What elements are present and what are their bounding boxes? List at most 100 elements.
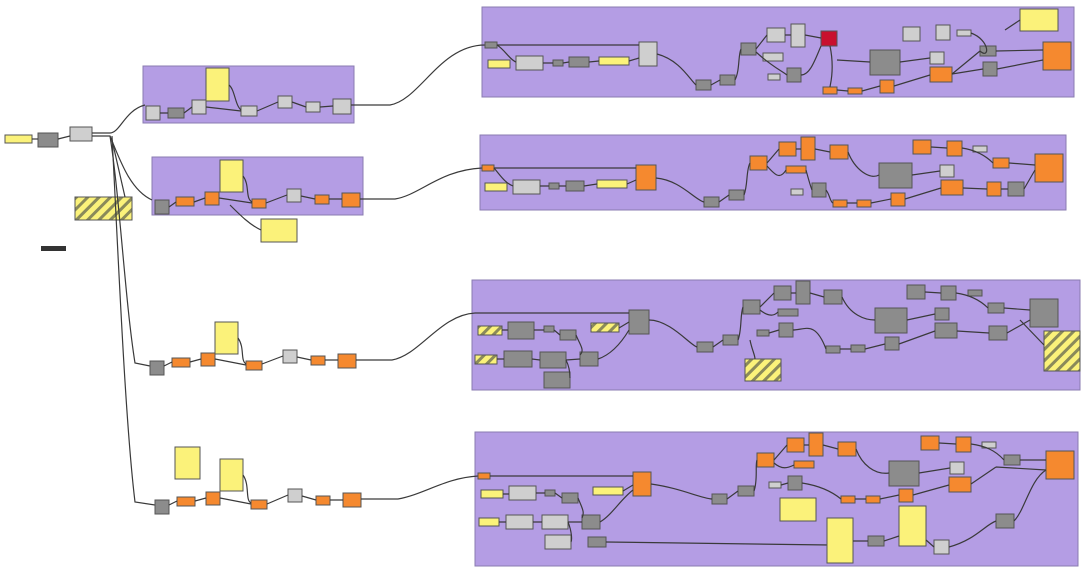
- node[interactable]: [737, 485, 755, 497]
- root-node-2[interactable]: [37, 132, 59, 148]
- node[interactable]: [955, 436, 972, 453]
- node[interactable]: [481, 164, 495, 172]
- node[interactable]: [865, 495, 881, 504]
- node[interactable]: [888, 460, 920, 487]
- node[interactable]: [756, 452, 775, 468]
- node[interactable]: [200, 352, 216, 367]
- node[interactable]: [287, 488, 303, 503]
- node[interactable]: [826, 517, 854, 564]
- node[interactable]: [711, 493, 728, 505]
- node[interactable]: [544, 534, 572, 550]
- node[interactable]: [565, 180, 585, 192]
- node[interactable]: [934, 307, 950, 321]
- node[interactable]: [790, 188, 804, 196]
- node[interactable]: [696, 341, 714, 353]
- node[interactable]: [487, 59, 511, 69]
- node[interactable]: [503, 350, 533, 368]
- node[interactable]: [867, 535, 885, 547]
- node[interactable]: [149, 360, 165, 376]
- node[interactable]: [808, 432, 824, 457]
- node[interactable]: [933, 539, 950, 555]
- node[interactable]: [167, 107, 185, 119]
- node[interactable]: [539, 351, 567, 369]
- node[interactable]: [214, 321, 239, 355]
- node[interactable]: [260, 218, 298, 243]
- node[interactable]: [548, 182, 560, 190]
- node[interactable]: [987, 302, 1005, 314]
- node[interactable]: [979, 45, 997, 57]
- node[interactable]: [793, 460, 815, 469]
- node[interactable]: [898, 505, 927, 547]
- node[interactable]: [920, 435, 940, 451]
- node[interactable]: [768, 481, 782, 489]
- node[interactable]: [592, 486, 624, 496]
- node[interactable]: [786, 67, 802, 83]
- node[interactable]: [756, 329, 770, 337]
- node[interactable]: [342, 492, 362, 508]
- node[interactable]: [579, 351, 599, 367]
- node[interactable]: [154, 499, 170, 515]
- node[interactable]: [832, 199, 848, 208]
- node[interactable]: [967, 289, 983, 297]
- node[interactable]: [995, 513, 1015, 529]
- node[interactable]: [205, 67, 230, 102]
- node[interactable]: [1042, 41, 1072, 71]
- node[interactable]: [341, 192, 361, 208]
- node[interactable]: [884, 336, 900, 351]
- node[interactable]: [474, 354, 498, 365]
- node[interactable]: [929, 51, 945, 65]
- node[interactable]: [204, 191, 220, 206]
- node[interactable]: [478, 517, 500, 527]
- node[interactable]: [840, 495, 856, 504]
- node[interactable]: [219, 458, 244, 492]
- node[interactable]: [742, 299, 761, 315]
- node[interactable]: [1019, 8, 1059, 32]
- node[interactable]: [948, 476, 972, 493]
- node[interactable]: [245, 360, 263, 371]
- node[interactable]: [515, 55, 544, 71]
- node[interactable]: [822, 86, 838, 95]
- node[interactable]: [850, 344, 866, 353]
- node[interactable]: [878, 162, 913, 189]
- node[interactable]: [825, 345, 841, 354]
- node[interactable]: [484, 182, 508, 192]
- root-small-bar[interactable]: [41, 246, 66, 251]
- node[interactable]: [314, 194, 330, 205]
- node[interactable]: [1029, 298, 1059, 328]
- node[interactable]: [940, 179, 964, 196]
- node[interactable]: [628, 309, 650, 335]
- node[interactable]: [744, 358, 782, 382]
- node[interactable]: [505, 514, 534, 530]
- hatched-node-root[interactable]: [74, 196, 133, 221]
- node[interactable]: [695, 79, 712, 91]
- node[interactable]: [981, 441, 997, 449]
- node[interactable]: [1003, 454, 1021, 466]
- node[interactable]: [785, 165, 807, 174]
- node[interactable]: [946, 140, 963, 157]
- node[interactable]: [559, 329, 577, 341]
- node[interactable]: [773, 285, 792, 301]
- node[interactable]: [837, 441, 857, 457]
- node[interactable]: [638, 41, 658, 67]
- node[interactable]: [205, 491, 221, 506]
- node[interactable]: [282, 349, 298, 364]
- node[interactable]: [587, 536, 607, 548]
- node[interactable]: [940, 285, 957, 301]
- node[interactable]: [484, 41, 498, 49]
- node[interactable]: [898, 488, 914, 503]
- node[interactable]: [508, 485, 537, 501]
- node[interactable]: [740, 42, 757, 56]
- node[interactable]: [175, 196, 195, 207]
- node[interactable]: [512, 179, 541, 195]
- node[interactable]: [1045, 450, 1075, 480]
- node[interactable]: [786, 437, 805, 453]
- node[interactable]: [902, 26, 921, 42]
- node[interactable]: [823, 289, 843, 305]
- node[interactable]: [787, 475, 803, 491]
- node[interactable]: [778, 141, 797, 157]
- node[interactable]: [703, 196, 720, 208]
- node[interactable]: [956, 29, 972, 37]
- node[interactable]: [507, 321, 535, 340]
- node[interactable]: [935, 24, 951, 41]
